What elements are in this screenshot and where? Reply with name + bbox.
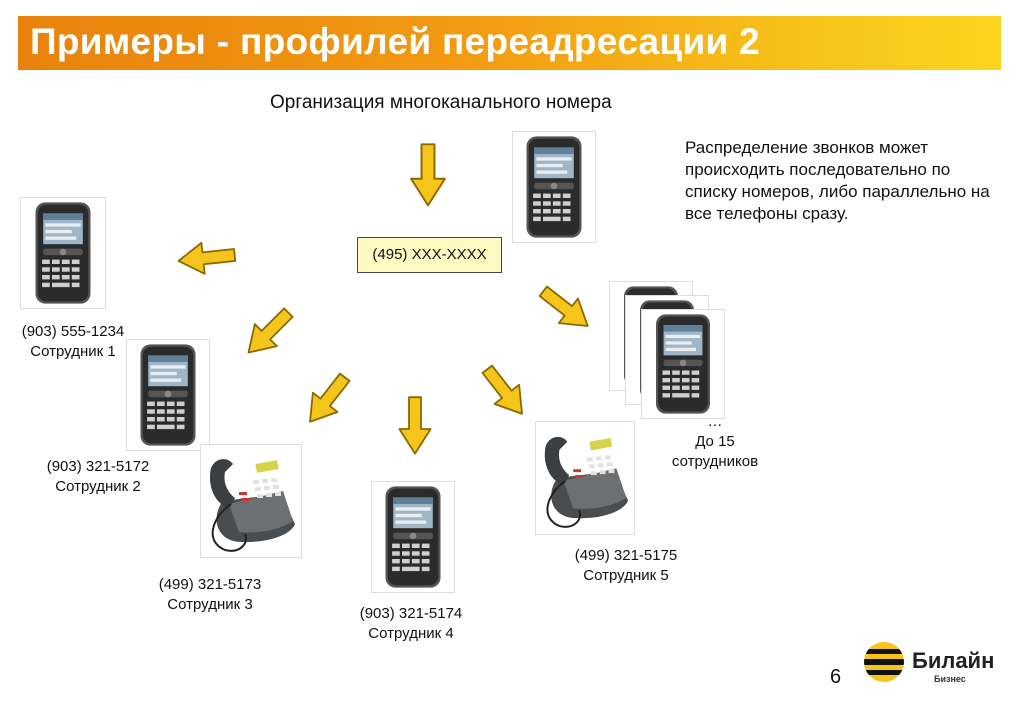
- employee-4-name: Сотрудник 4: [368, 625, 454, 642]
- title-bar: Примеры - профилей переадресации 2: [18, 16, 1001, 70]
- group-employees: сотрудников: [671, 453, 759, 470]
- logo-name: Билайн: [912, 648, 995, 673]
- incoming-arrow: [409, 143, 447, 207]
- phone-image-employee-2: [127, 340, 209, 450]
- description-text: Распределение звонков может происходить …: [685, 138, 990, 223]
- logo-subtitle: Бизнес: [934, 674, 966, 684]
- arrow-to-group: [532, 278, 599, 340]
- beeline-logo-icon: [864, 642, 904, 682]
- employee-2-label: (903) 321-5172 Сотрудник 2: [33, 457, 163, 497]
- page-number: 6: [830, 666, 842, 688]
- arrow-to-employee-1: [175, 238, 238, 278]
- employee-5-phone: (499) 321-5175: [574, 547, 678, 564]
- employee-1-label: (903) 555-1234 Сотрудник 1: [8, 322, 138, 362]
- phone-image-group-3: [642, 310, 724, 418]
- group-label: … До 15 сотрудников: [650, 412, 780, 472]
- arrow-to-employee-2: [236, 300, 301, 365]
- deskphone-image-employee-3: [201, 445, 301, 557]
- phone-image-employee-4: [372, 482, 454, 592]
- employee-3-name: Сотрудник 3: [167, 596, 253, 613]
- employee-5-name: Сотрудник 5: [583, 567, 669, 584]
- beeline-logo: Билайн Бизнес: [862, 640, 1002, 692]
- deskphone-image-employee-5: [536, 422, 634, 534]
- phone-image-employee-1: [21, 198, 105, 308]
- employee-4-phone: (903) 321-5174: [359, 605, 463, 622]
- employee-4-label: (903) 321-5174 Сотрудник 4: [346, 604, 476, 644]
- employee-1-name: Сотрудник 1: [30, 343, 116, 360]
- diagram-subtitle: Организация многоканального номера: [270, 92, 612, 113]
- employee-2-phone: (903) 321-5172: [46, 458, 150, 475]
- group-count: До 15: [695, 433, 735, 450]
- employee-2-name: Сотрудник 2: [55, 478, 141, 495]
- phone-image-center: [513, 132, 595, 242]
- page-title: Примеры - профилей переадресации 2: [30, 21, 761, 62]
- arrow-to-employee-5: [474, 358, 536, 425]
- employee-3-label: (499) 321-5173 Сотрудник 3: [145, 575, 275, 615]
- employee-1-phone: (903) 555-1234: [21, 323, 125, 340]
- arrow-to-employee-4: [398, 396, 432, 455]
- arrow-to-employee-3: [296, 366, 358, 433]
- main-number-box: (495) XXX-XXXX: [357, 237, 502, 273]
- employee-5-label: (499) 321-5175 Сотрудник 5: [561, 546, 691, 586]
- group-ellipsis: …: [707, 413, 723, 430]
- employee-3-phone: (499) 321-5173: [158, 576, 262, 593]
